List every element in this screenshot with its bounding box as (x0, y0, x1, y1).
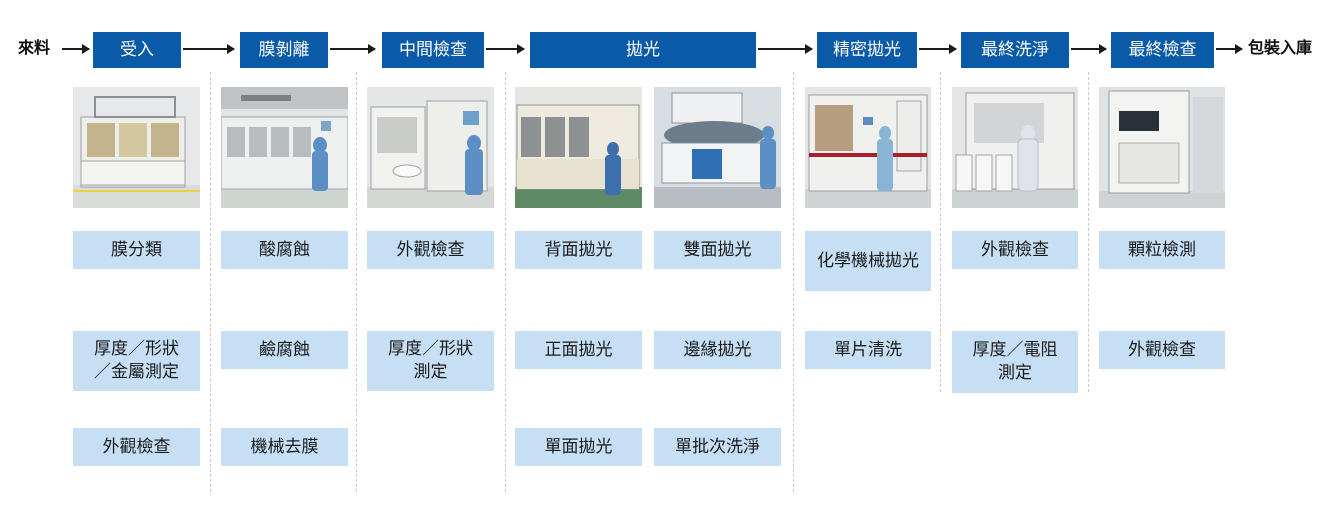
step-box: 厚度／電阻 測定 (952, 331, 1078, 393)
step-box: 外觀檢查 (73, 428, 200, 466)
column-divider (210, 72, 211, 492)
step-box: 單面拋光 (515, 428, 642, 466)
column-divider (940, 72, 941, 392)
flow-end-label: 包裝入庫 (1248, 38, 1313, 57)
column-divider (356, 72, 357, 492)
step-box: 單片清洗 (805, 331, 931, 369)
final-cleaning-equipment-photo (952, 87, 1078, 208)
precision-polishing-equipment-photo (805, 87, 931, 208)
step-box: 化學機械拋光 (805, 231, 931, 291)
step-box: 厚度／形狀 ／金屬測定 (73, 331, 200, 391)
polishing-equipment-photo-1 (515, 87, 642, 208)
stage-polishing: 拋光 (530, 32, 756, 68)
stage-final-inspection: 最終檢查 (1111, 32, 1214, 68)
stage-mid-inspection: 中間檢查 (382, 32, 484, 68)
flow-arrow (919, 44, 957, 54)
step-box: 外觀檢查 (367, 231, 494, 269)
step-box: 機械去膜 (221, 428, 348, 466)
mid-inspection-equipment-photo (367, 87, 494, 208)
step-box: 單批次洗淨 (654, 428, 781, 466)
flow-arrow (1071, 44, 1107, 54)
flow-arrow (330, 44, 376, 54)
receiving-equipment-photo (73, 87, 200, 208)
flow-start-label: 來料 (18, 38, 51, 57)
step-box: 邊緣拋光 (654, 331, 781, 369)
column-divider (793, 72, 794, 492)
stage-receiving: 受入 (93, 32, 181, 68)
step-box: 膜分類 (73, 231, 200, 269)
flow-arrow (62, 44, 90, 54)
step-box: 外觀檢查 (952, 231, 1078, 269)
column-divider (505, 72, 506, 492)
flow-arrow (183, 44, 235, 54)
stage-precision-polishing: 精密拋光 (817, 32, 917, 68)
step-box: 鹼腐蝕 (221, 331, 348, 369)
film-removal-equipment-photo (221, 87, 348, 208)
step-box: 外觀檢查 (1099, 331, 1225, 369)
flow-arrow (758, 44, 813, 54)
column-divider (1088, 72, 1089, 392)
step-box: 酸腐蝕 (221, 231, 348, 269)
step-box: 顆粒檢測 (1099, 231, 1225, 269)
step-box: 正面拋光 (515, 331, 642, 369)
stage-film-removal: 膜剝離 (240, 32, 328, 68)
flow-arrow (1216, 44, 1243, 54)
step-box: 雙面拋光 (654, 231, 781, 269)
final-inspection-equipment-photo (1099, 87, 1225, 208)
step-box: 厚度／形狀 測定 (367, 331, 494, 391)
flow-arrow (486, 44, 525, 54)
step-box: 背面拋光 (515, 231, 642, 269)
stage-final-cleaning: 最終洗淨 (961, 32, 1069, 68)
polishing-equipment-photo-2 (654, 87, 781, 208)
